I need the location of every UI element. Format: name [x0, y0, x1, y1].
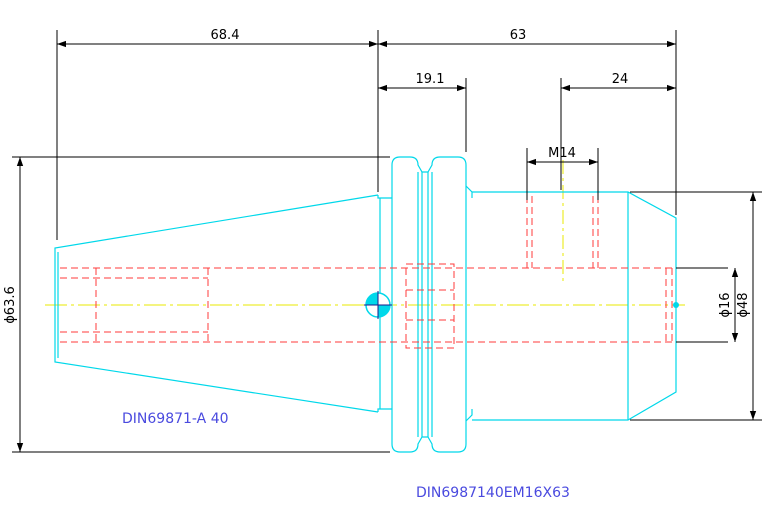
dim-length-right: 63	[510, 28, 527, 43]
dim-bore-diameter: ϕ16	[718, 292, 733, 317]
dim-flange-width: 19.1	[416, 72, 445, 87]
tool-holder-outline	[54, 156, 677, 453]
taper-standard-label: DIN69871-A 40	[122, 411, 229, 427]
dim-flange-diameter: ϕ63.6	[3, 286, 18, 324]
dim-length-left: 68.4	[211, 28, 240, 43]
hidden-lines	[60, 196, 673, 349]
dim-body-diameter: ϕ48	[736, 292, 751, 317]
dimension-lines	[12, 30, 762, 453]
dim-thread: M14	[548, 146, 576, 161]
dim-collet-depth: 24	[612, 72, 629, 87]
center-mark-symbol	[364, 291, 392, 319]
part-code-label: DIN6987140EM16X63	[416, 485, 570, 501]
end-center-mark	[673, 302, 679, 308]
